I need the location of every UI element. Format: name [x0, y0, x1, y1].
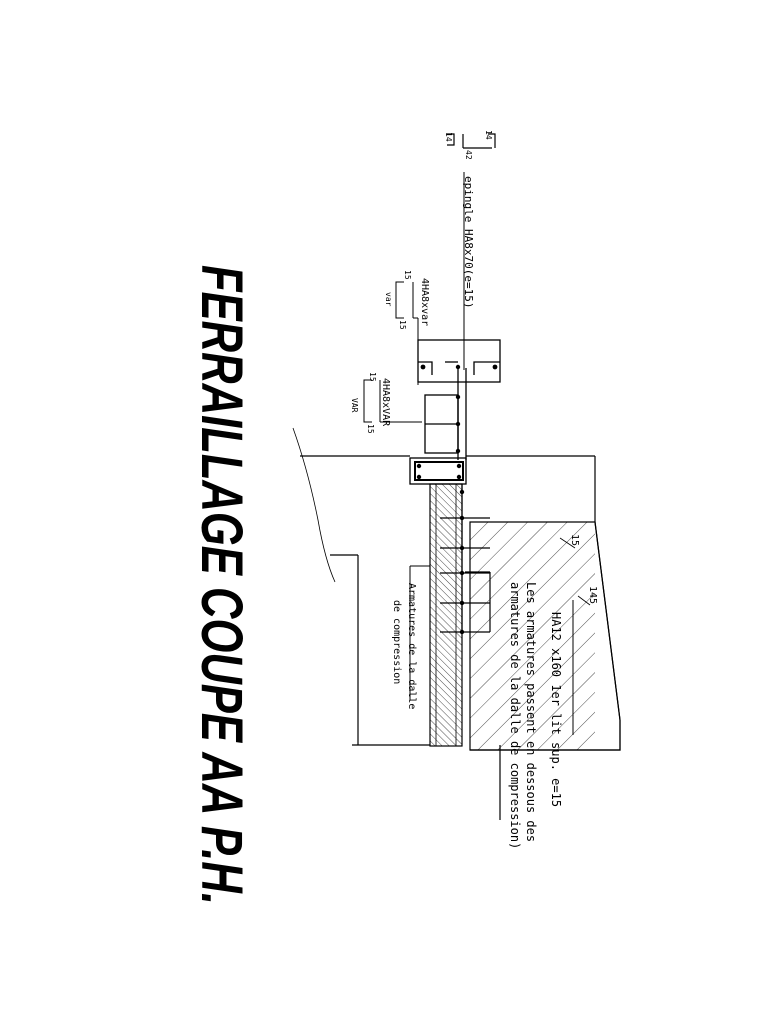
slab-bars-label: HA12 x160 1er lit sup. e=15	[549, 612, 563, 807]
dim-14-right: 14	[484, 130, 493, 140]
lower-15-a: 15	[368, 372, 377, 382]
drawing-title: FERRAILLAGE COUPE AA P.H.	[189, 265, 254, 905]
compression-label-2: de compression	[391, 600, 402, 684]
compression-slab	[429, 483, 463, 747]
slab-note-2: armatures de la dalle de compression)	[508, 582, 522, 849]
slab-rebars	[440, 484, 491, 633]
stirrup-detail	[447, 133, 496, 149]
upper-15-b: 15	[398, 320, 407, 330]
beam-section	[409, 339, 501, 485]
dim-14-left: 14	[444, 132, 453, 142]
beam-rebar-dots	[416, 364, 498, 480]
dim-145: 145	[587, 586, 598, 604]
upper-var: var	[384, 292, 393, 307]
lower-bars-label: 4HA8xVAR	[380, 378, 391, 427]
wall-hatch	[470, 522, 595, 750]
compression-label-1: Armatures de la dalle	[406, 583, 417, 709]
upper-15-a: 15	[403, 270, 412, 280]
lower-15-b: 15	[366, 424, 375, 434]
lower-var: VAR	[350, 398, 359, 413]
upper-bar-shape	[395, 281, 419, 385]
epingle-label: epingle HA8x70(e=15)	[462, 176, 475, 308]
lower-bar-shape	[363, 379, 422, 423]
upper-bars-label: 4HA8xvar	[419, 278, 430, 326]
slab-note-1: Les armatures passent en dessous des	[524, 582, 538, 842]
dim-15: 15	[569, 534, 580, 546]
slab-rebar-dots	[459, 489, 465, 635]
dim-42: 42	[464, 150, 473, 160]
